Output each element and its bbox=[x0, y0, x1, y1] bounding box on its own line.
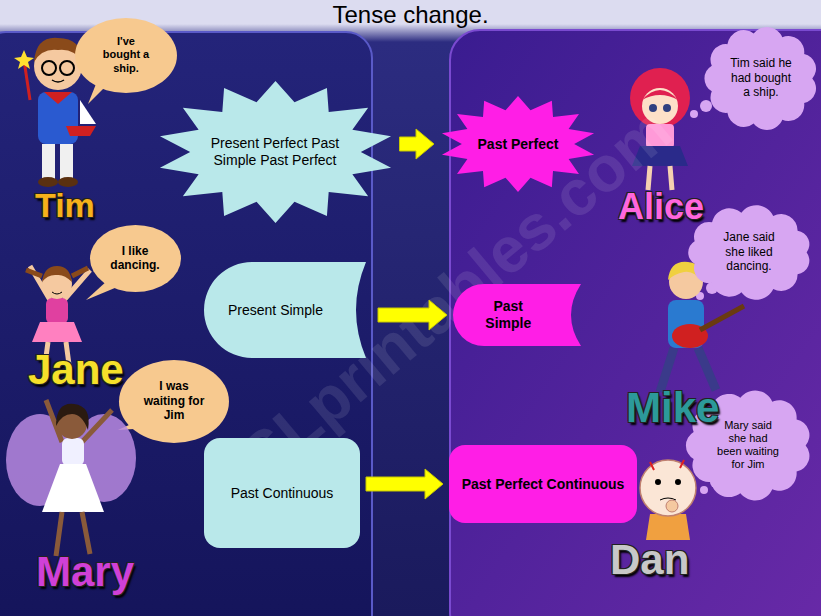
tense-box: Past Perfect Continuous bbox=[449, 445, 637, 523]
character-name: Dan bbox=[610, 536, 689, 584]
thought-bubble: Tim said he had bought a ship. bbox=[704, 28, 818, 129]
outline-path bbox=[688, 205, 809, 299]
outline-path bbox=[453, 284, 581, 346]
character-name: Tim bbox=[35, 186, 95, 225]
outline-ellipse bbox=[90, 225, 181, 292]
node-text: Present Simple bbox=[228, 302, 323, 319]
outline-path bbox=[159, 81, 390, 223]
block-arrow bbox=[366, 469, 443, 499]
mary-figure bbox=[6, 400, 136, 556]
tense-starburst: Present Perfect Past Simple Past Perfect bbox=[157, 81, 394, 223]
node-text: I was waiting for Jim bbox=[144, 379, 205, 422]
character-name: Mike bbox=[626, 384, 719, 432]
tense-starburst: Past Perfect bbox=[440, 96, 596, 192]
tense-tab: Past Simple bbox=[453, 284, 587, 346]
outline-ellipse bbox=[119, 360, 229, 443]
node-text: Past Continuous bbox=[231, 485, 334, 502]
node-text: Jane said she liked dancing. bbox=[715, 230, 782, 273]
block-arrow bbox=[400, 129, 435, 159]
node-text: Tim said he had bought a ship. bbox=[728, 56, 794, 99]
character-name: Alice bbox=[618, 186, 704, 228]
outline-path bbox=[204, 262, 366, 358]
outline-path bbox=[704, 27, 816, 130]
node-text: I like dancing. bbox=[107, 244, 164, 273]
tense-tab: Present Simple bbox=[204, 262, 372, 358]
speech-bubble: I've bought a ship. bbox=[75, 18, 177, 93]
block-arrow bbox=[378, 300, 447, 330]
character-name: Mary bbox=[36, 548, 134, 596]
outline-ellipse bbox=[75, 18, 177, 93]
node-text: Mary said she had been waiting for Jim bbox=[715, 419, 781, 472]
character-name: Jane bbox=[28, 346, 124, 394]
tense-box: Past Continuous bbox=[204, 438, 360, 548]
node-text: Past Perfect Continuous bbox=[462, 476, 625, 493]
node-text: I've bought a ship. bbox=[98, 35, 153, 75]
dan-figure bbox=[640, 460, 696, 540]
speech-bubble: I was waiting for Jim bbox=[119, 360, 229, 443]
slide-title: Tense change. bbox=[0, 1, 821, 29]
node-text: Present Perfect Past Simple Past Perfect bbox=[204, 135, 345, 169]
speech-bubble: I like dancing. bbox=[90, 225, 181, 292]
node-text: Past Perfect bbox=[478, 136, 559, 153]
node-text: Past Simple bbox=[469, 298, 548, 332]
thought-bubble: Jane said she liked dancing. bbox=[686, 208, 813, 297]
outline-path bbox=[442, 96, 594, 192]
